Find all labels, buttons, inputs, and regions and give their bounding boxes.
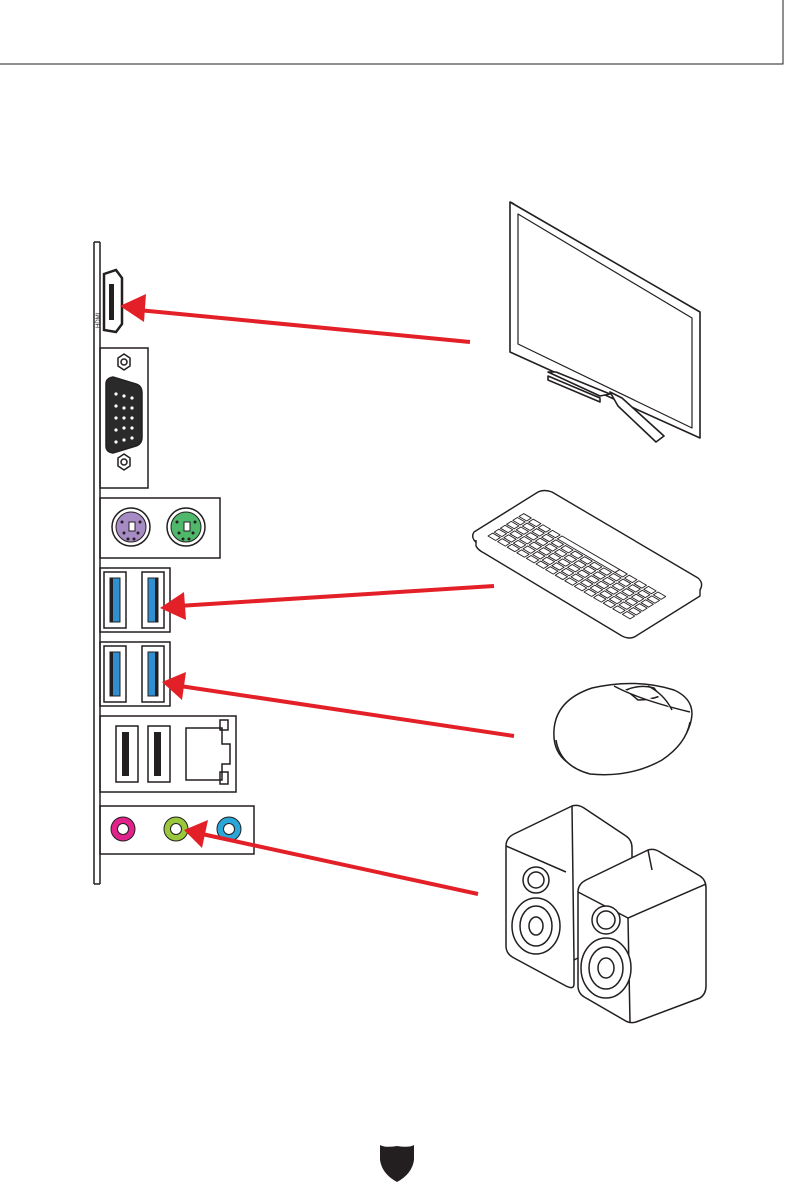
page-frame-rule	[0, 0, 783, 64]
lan-port	[186, 720, 230, 784]
connection-arrows	[120, 294, 514, 894]
usb-2-port	[116, 726, 170, 782]
mic-in-jack	[111, 817, 135, 841]
arrow-mouse-to-usb	[162, 672, 514, 736]
arrow-keyboard-to-usb	[160, 586, 494, 620]
usb-2-lan-block	[100, 716, 236, 792]
io-panel: HDMI	[94, 242, 254, 884]
speakers-icon	[506, 805, 706, 1022]
audio-jacks	[100, 806, 254, 854]
arrow-monitor-to-hdmi	[120, 294, 470, 342]
line-out-jack	[164, 817, 188, 841]
usb-3-port-lower	[100, 642, 170, 706]
usb-3-port-upper	[100, 568, 170, 632]
shield-icon	[380, 1145, 414, 1182]
mouse-icon	[554, 683, 692, 774]
keyboard-icon	[473, 491, 702, 639]
vga-port	[100, 348, 148, 488]
svg-text:HDMI: HDMI	[96, 312, 102, 328]
monitor-icon	[510, 202, 700, 442]
ps2-ports	[100, 498, 220, 558]
